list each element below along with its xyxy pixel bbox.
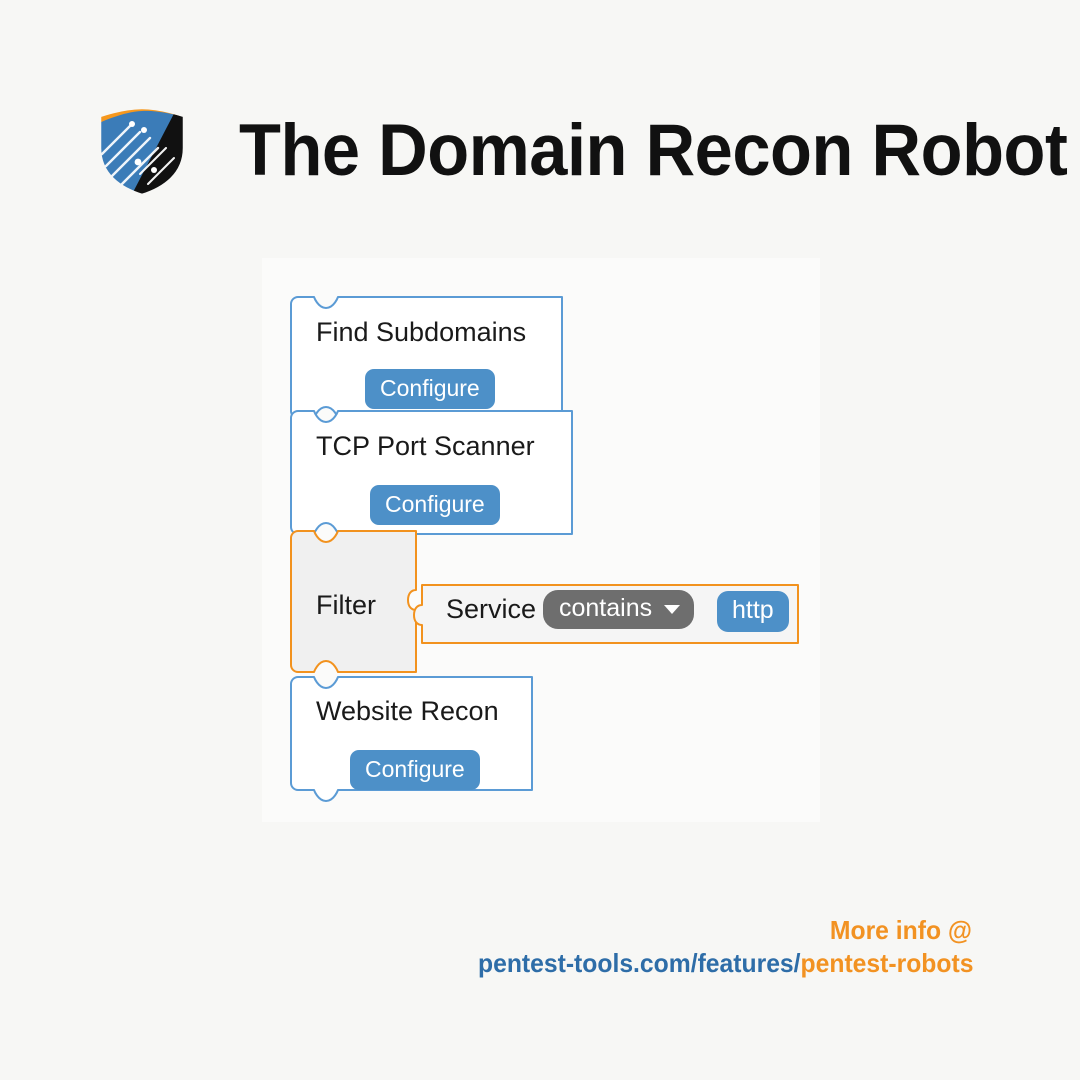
block-filter[interactable]	[290, 530, 422, 678]
block-label-find-subdomains: Find Subdomains	[316, 317, 527, 347]
robot-workflow-stack: Find Subdomains Configure TCP Port Scann…	[290, 296, 810, 808]
condition-operator-dropdown[interactable]: contains	[543, 590, 695, 629]
chevron-down-icon	[664, 605, 681, 614]
condition-field-label: Service	[446, 594, 537, 624]
configure-button-website-recon[interactable]: Configure	[350, 750, 480, 790]
block-label-filter: Filter	[316, 590, 376, 620]
page-title: The Domain Recon Robot	[239, 109, 1068, 191]
footer-url-highlight: pentest-robots	[800, 947, 974, 978]
condition-operator-value: contains	[559, 594, 653, 622]
footer-url[interactable]: pentest-tools.com/features/pentest-robot…	[478, 947, 974, 980]
configure-button-find-subdomains[interactable]: Configure	[365, 369, 495, 409]
block-tcp-port-scanner[interactable]	[290, 410, 580, 540]
configure-button-tcp-port-scanner[interactable]: Configure	[370, 485, 500, 525]
block-label-tcp-port-scanner: TCP Port Scanner	[316, 431, 535, 461]
condition-value-field[interactable]: http	[717, 591, 789, 632]
page-header: The Domain Recon Robot	[96, 98, 1068, 202]
footer: More info @ pentest-tools.com/features/p…	[452, 914, 974, 980]
shield-icon	[98, 106, 186, 197]
footer-url-prefix: pentest-tools.com/features/	[478, 947, 801, 978]
footer-more-info: More info @	[829, 915, 972, 945]
block-label-website-recon: Website Recon	[316, 696, 499, 726]
